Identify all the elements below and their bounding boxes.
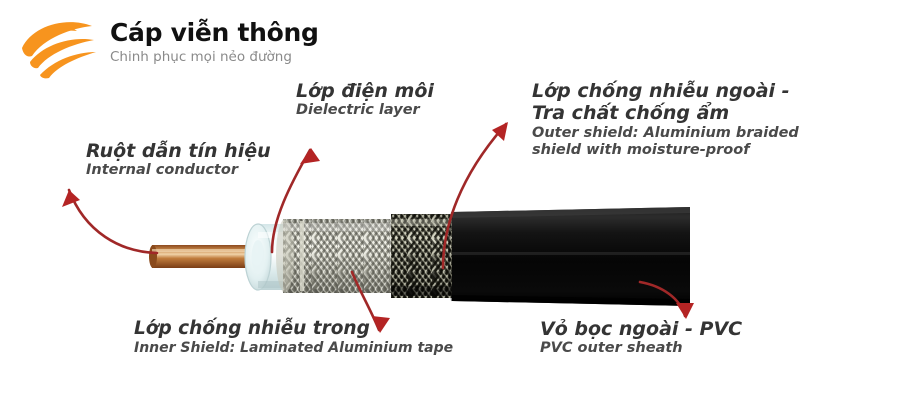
- braided-shield-light: [276, 219, 393, 293]
- black-pvc-jacket: [448, 207, 690, 306]
- callout-vi-text: Vỏ bọc ngoài - PVC: [540, 318, 743, 340]
- callout-en-text: Inner Shield: Laminated Aluminium tape: [134, 339, 454, 356]
- copper-center-conductor: [149, 245, 264, 268]
- callout-vi-text-line2: Tra chất chống ẩm: [532, 102, 730, 125]
- callout-en-text: PVC outer sheath: [540, 340, 683, 357]
- orange-swoosh-logo-icon: [22, 22, 96, 79]
- callout-inner-shield: Lớp chống nhiễu trong Inner Shield: Lami…: [134, 318, 453, 357]
- callout-vi-text: Ruột dẫn tín hiệu: [86, 140, 271, 162]
- brand-logo: Cáp viễn thông Chinh phục mọi nẻo đường: [14, 14, 319, 84]
- callout-en-text-line2: shield with moisture-proof: [532, 142, 750, 159]
- callout-pvc-sheath: Vỏ bọc ngoài - PVC PVC outer sheath: [540, 318, 742, 358]
- callout-vi-text: Lớp chống nhiễu trong: [134, 318, 370, 339]
- laminated-tape: [300, 221, 304, 291]
- brand-title: Cáp viễn thông: [110, 18, 319, 47]
- callout-dielectric-layer: Lớp điện môi Dielectric layer: [296, 80, 434, 120]
- callout-vi-text: Lớp chống nhiễu ngoài -: [532, 80, 790, 102]
- callout-en-text: Dielectric layer: [296, 102, 420, 119]
- callout-en-text: Internal conductor: [86, 162, 238, 179]
- callout-internal-conductor: Ruột dẫn tín hiệu Internal conductor: [86, 140, 271, 180]
- brand-tagline: Chinh phục mọi nẻo đường: [110, 49, 292, 66]
- brand-text: Cáp viễn thông Chinh phục mọi nẻo đường: [110, 18, 319, 66]
- callout-en-text: Outer shield: Aluminium braided: [532, 124, 799, 141]
- callout-vi-text: Lớp điện môi: [296, 80, 434, 102]
- callout-outer-shield: Lớp chống nhiễu ngoài - Tra chất chống ẩ…: [532, 80, 799, 160]
